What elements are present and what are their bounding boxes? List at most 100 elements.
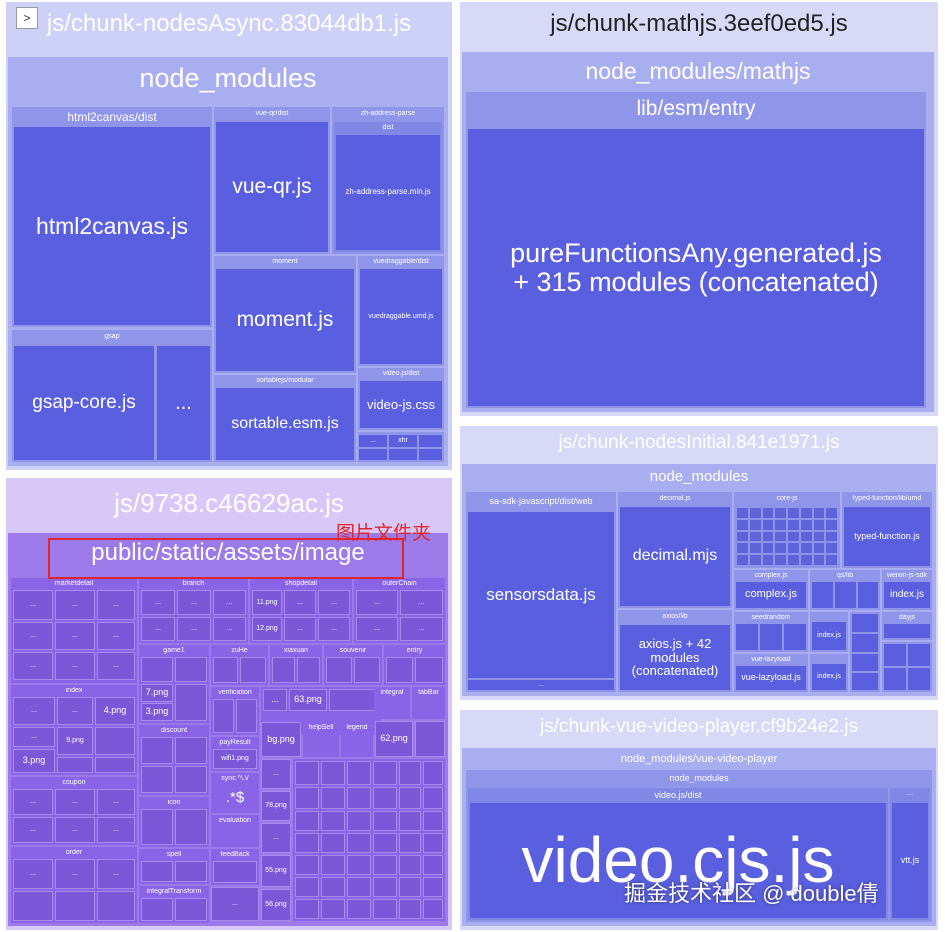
image-cell[interactable] (175, 657, 207, 682)
group-xiaxuan[interactable]: xiaxuan (270, 645, 322, 685)
module-cell[interactable] (825, 518, 838, 531)
group-complex[interactable]: complex.js complex.js (734, 570, 808, 610)
image-wifi1-png[interactable]: wifi1.png (213, 749, 257, 769)
group-node-modules[interactable]: node_modules sa-sdk-javascript/dist/web … (462, 464, 936, 696)
image-cell[interactable] (97, 891, 135, 921)
module-cell[interactable] (812, 507, 826, 519)
image-cell[interactable] (354, 657, 380, 683)
image-cell[interactable]: ... (13, 727, 55, 747)
group-icon[interactable]: icon (139, 797, 209, 847)
chunk-nodes-initial[interactable]: js/chunk-nodesInitial.841e1971.js node_m… (460, 426, 938, 700)
image-cell[interactable] (213, 657, 238, 683)
image-cell[interactable] (141, 809, 173, 845)
module-cell[interactable] (761, 530, 775, 543)
image-cell[interactable] (175, 898, 207, 921)
image-cell[interactable]: ... (13, 817, 53, 843)
group-axios[interactable]: axios/lib axios.js + 42 modules (concate… (618, 610, 732, 692)
module-cell[interactable] (799, 530, 813, 543)
module-cell[interactable] (812, 542, 826, 555)
image-12-png[interactable]: 12.png (252, 617, 282, 641)
image-cell[interactable] (415, 721, 445, 757)
image-63-png[interactable]: 63.png (289, 689, 327, 711)
group-misc-small[interactable] (850, 612, 880, 692)
module-cell[interactable] (799, 542, 813, 555)
module-weixin-index[interactable]: index.js (884, 582, 930, 608)
image-cell[interactable] (321, 833, 345, 853)
image-cell[interactable]: ... (284, 617, 316, 641)
image-cell[interactable] (321, 787, 345, 809)
module-cell[interactable] (908, 644, 930, 666)
image-cell[interactable] (423, 761, 443, 785)
module-cell[interactable] (908, 668, 930, 690)
module-cell[interactable] (852, 614, 878, 632)
module-sensorsdata[interactable]: sensorsdata.js (468, 512, 614, 678)
image-cell[interactable]: ... (141, 617, 175, 641)
image-cell[interactable] (326, 657, 352, 683)
image-cell[interactable]: ... (261, 823, 291, 853)
image-cell[interactable] (423, 811, 443, 831)
module-video-cjs[interactable]: video.cjs.js (470, 803, 886, 918)
group-moment[interactable]: moment moment.js (214, 256, 356, 373)
group-game1[interactable]: game1 7.png 3.png (139, 645, 209, 723)
module-cell[interactable] (774, 507, 787, 519)
module-regex[interactable]: .*$ (225, 789, 245, 807)
image-cell[interactable]: ... (13, 622, 53, 650)
image-cell[interactable]: ... (318, 617, 350, 641)
image-cell[interactable] (213, 699, 234, 733)
module-qs-b[interactable] (835, 582, 856, 608)
module-gsap-more[interactable]: ... (157, 346, 210, 460)
image-cell[interactable]: ... (213, 617, 246, 641)
module-seed-a[interactable] (736, 624, 758, 650)
group-sa-sdk[interactable]: sa-sdk-javascript/dist/web sensorsdata.j… (466, 492, 616, 692)
module-cell[interactable] (787, 542, 800, 555)
image-cell[interactable]: ... (55, 622, 95, 650)
image-cell[interactable] (295, 761, 319, 785)
module-cell[interactable] (736, 518, 749, 531)
image-cell[interactable] (399, 855, 421, 875)
module-index-js-a[interactable]: index.js (812, 622, 846, 650)
image-cell[interactable]: ... (55, 789, 95, 815)
group-legend[interactable]: legend (341, 722, 373, 757)
module-small-a[interactable] (419, 435, 442, 447)
group-evaluation[interactable]: evaluation (211, 815, 259, 847)
group-order[interactable]: order ... ... ... (11, 847, 137, 923)
image-cell[interactable] (297, 657, 320, 683)
group-seedrandom[interactable]: seedrandom (734, 612, 808, 652)
image-bg-png[interactable]: bg.png (261, 722, 301, 757)
image-cell[interactable] (373, 811, 397, 831)
module-cell[interactable] (812, 518, 826, 531)
image-cell[interactable] (347, 787, 371, 809)
image-cell[interactable] (295, 833, 319, 853)
module-cell[interactable] (774, 518, 787, 531)
module-misc-more[interactable]: ... (359, 435, 387, 447)
image-cell[interactable]: ... (97, 590, 135, 620)
group-sync[interactable]: sync ^\.\/ .*$ (211, 773, 259, 813)
group-vue-lazyload[interactable]: vue-lazyload vue-lazyload.js (734, 654, 808, 692)
image-cell[interactable] (295, 811, 319, 831)
image-cell[interactable] (141, 861, 173, 882)
group-small-images[interactable] (293, 759, 445, 921)
module-cell[interactable] (799, 518, 813, 531)
image-56-png[interactable]: 56.png (261, 889, 291, 921)
module-xhr[interactable]: xhr (389, 435, 417, 447)
module-cell[interactable] (748, 542, 762, 555)
image-cell[interactable] (272, 657, 295, 683)
image-cell[interactable] (321, 811, 345, 831)
image-cell[interactable] (295, 787, 319, 809)
image-cell[interactable] (347, 761, 371, 785)
image-cell[interactable]: ... (13, 697, 55, 725)
image-78-png[interactable]: 78.png (261, 791, 291, 821)
image-cell[interactable]: ... (177, 617, 211, 641)
module-cell[interactable] (825, 530, 838, 543)
module-cell[interactable] (761, 542, 775, 555)
group-souvenir[interactable]: souvenir (324, 645, 382, 685)
group-integral[interactable]: integral (374, 687, 410, 719)
group-misc[interactable]: ... xhr (358, 432, 444, 462)
module-qs-a[interactable] (812, 582, 833, 608)
image-cell[interactable] (373, 877, 397, 897)
image-cell[interactable] (95, 727, 135, 755)
chunk-mathjs[interactable]: js/chunk-mathjs.3eef0ed5.js node_modules… (460, 2, 938, 416)
module-gsap-core[interactable]: gsap-core.js (14, 346, 154, 460)
image-cell[interactable] (347, 855, 371, 875)
group-index-a[interactable]: index.js (810, 612, 848, 652)
